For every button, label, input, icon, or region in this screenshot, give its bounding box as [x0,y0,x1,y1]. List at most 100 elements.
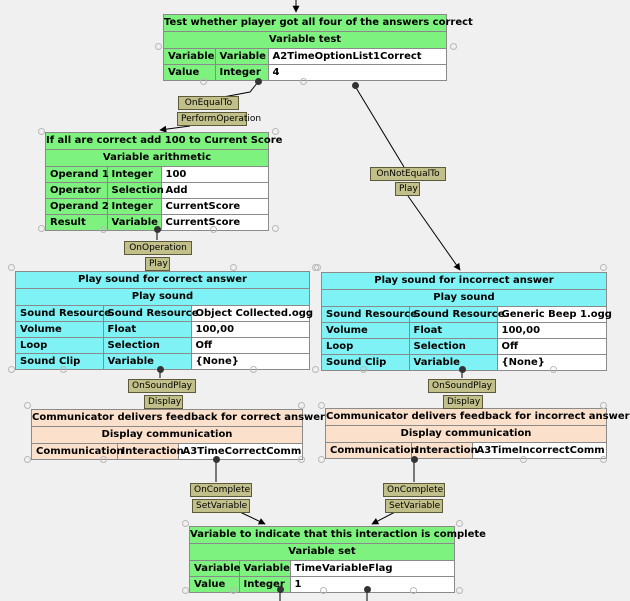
property-value[interactable]: Off [497,338,606,355]
port-ring[interactable] [38,128,45,135]
node-display-communication-incorrect[interactable]: Communicator delivers feedback for incor… [325,408,630,459]
port-ring[interactable] [520,456,527,463]
property-row: Volume Float 100,00 [16,321,309,338]
port-ring[interactable] [298,402,305,409]
connector-on-sound-play-correct[interactable]: OnSoundPlay [128,379,196,393]
node-subtitle: Display communication [326,426,606,443]
property-value[interactable]: {None} [191,353,309,369]
property-name: Result [46,214,108,230]
property-value[interactable]: {None} [497,354,606,370]
connector-on-equal-to[interactable]: OnEqualTo [178,96,239,110]
port-ring[interactable] [230,587,237,594]
connector-on-complete-correct[interactable]: OnComplete [190,483,252,497]
property-type: Variable [239,561,291,577]
node-variable-test[interactable]: Test whether player got all four of the … [163,14,473,81]
port-ring[interactable] [456,520,463,527]
port-ring[interactable] [182,587,189,594]
port-ring[interactable] [200,78,207,85]
node-properties: Sound Resource Sound Resource Object Col… [16,306,313,369]
port-ring[interactable] [24,456,31,463]
port-ring[interactable] [600,456,607,463]
port-ring[interactable] [314,264,321,271]
property-value[interactable]: 100,00 [191,321,309,338]
port-ring[interactable] [318,456,325,463]
property-row: Variable Variable A2TimeOptionList1Corre… [164,49,446,65]
property-value[interactable]: Add [161,182,268,199]
port-ring[interactable] [410,587,417,594]
port-ring[interactable] [318,402,325,409]
port-ring[interactable] [272,225,279,232]
port-ring[interactable] [250,366,257,373]
property-value[interactable]: 100,00 [497,322,606,339]
property-value[interactable]: A3TimeCorrectComm [178,444,302,459]
property-value[interactable]: 1 [290,576,454,592]
connector-set-variable-incorrect[interactable]: SetVariable [385,499,443,513]
port-ring[interactable] [360,366,367,373]
port-ring[interactable] [182,520,189,527]
property-value[interactable]: A3TimeIncorrectComm [472,443,606,458]
node-variable-arithmetic[interactable]: If all are correct add 100 to Current Sc… [45,132,282,231]
connector-on-sound-play-incorrect[interactable]: OnSoundPlay [428,379,496,393]
port-output-dot[interactable] [157,366,164,373]
connector-display-incorrect[interactable]: Display [443,395,483,409]
property-type: Float [409,322,498,339]
connector-play-incorrect-trigger[interactable]: Play [395,182,420,196]
connector-display-correct[interactable]: Display [144,395,183,409]
port-ring[interactable] [312,366,319,373]
port-ring[interactable] [38,225,45,232]
port-ring[interactable] [320,587,327,594]
port-ring[interactable] [155,43,162,50]
connector-on-not-equal-to[interactable]: OnNotEqualTo [370,167,446,181]
port-output-dot[interactable] [364,586,371,593]
port-ring[interactable] [100,226,107,233]
property-row: Communication Interaction A3TimeCorrectC… [32,444,302,459]
port-output-dot[interactable] [154,226,161,233]
property-type: Variable [409,354,498,370]
port-ring[interactable] [230,264,237,271]
port-ring[interactable] [600,402,607,409]
connector-on-operation[interactable]: OnOperation [124,241,192,255]
property-value[interactable]: Object Collected.ogg [191,306,313,322]
port-ring[interactable] [24,402,31,409]
node-variable-set[interactable]: Variable to indicate that this interacti… [189,526,486,593]
port-output-dot[interactable] [352,82,359,89]
property-value[interactable]: TimeVariableFlag [290,561,454,577]
property-value[interactable]: 4 [268,64,446,80]
connector-perform-operation[interactable]: PerformOperation [177,112,261,126]
connector-on-complete-incorrect[interactable]: OnComplete [383,483,445,497]
property-value[interactable]: Off [191,337,309,354]
port-output-dot[interactable] [277,586,284,593]
property-value[interactable]: Generic Beep 1.ogg [497,307,612,323]
node-display-communication-correct[interactable]: Communicator delivers feedback for corre… [31,409,325,460]
property-name: Variable [190,561,240,577]
port-output-dot[interactable] [255,78,262,85]
port-ring[interactable] [272,128,279,135]
property-value[interactable]: A2TimeOptionList1Correct [268,49,446,65]
property-row: Sound Resource Sound Resource Generic Be… [322,307,612,323]
property-type: Interaction [117,444,184,459]
wire-test-to-notequal [354,85,405,168]
property-name: Loop [322,338,410,355]
port-ring[interactable] [298,456,305,463]
port-ring[interactable] [8,264,15,271]
port-ring[interactable] [100,456,107,463]
port-output-dot[interactable] [411,456,418,463]
port-output-dot[interactable] [459,366,466,373]
connector-set-variable-correct[interactable]: SetVariable [192,499,250,513]
property-value[interactable]: 100 [161,167,268,183]
port-ring[interactable] [550,366,557,373]
port-output-dot[interactable] [213,456,220,463]
node-play-sound-correct[interactable]: Play sound for correct answer Play sound… [15,271,313,370]
property-row: Variable Variable TimeVariableFlag [190,561,454,577]
property-value[interactable]: CurrentScore [161,198,268,215]
port-ring[interactable] [600,264,607,271]
property-value[interactable]: CurrentScore [161,214,268,230]
node-play-sound-incorrect[interactable]: Play sound for incorrect answer Play sou… [321,272,612,371]
port-ring[interactable] [456,587,463,594]
port-ring[interactable] [8,366,15,373]
port-ring[interactable] [450,43,457,50]
port-ring[interactable] [60,366,67,373]
port-ring[interactable] [300,78,307,85]
port-ring[interactable] [210,226,217,233]
connector-play-correct-trigger[interactable]: Play [145,257,170,271]
